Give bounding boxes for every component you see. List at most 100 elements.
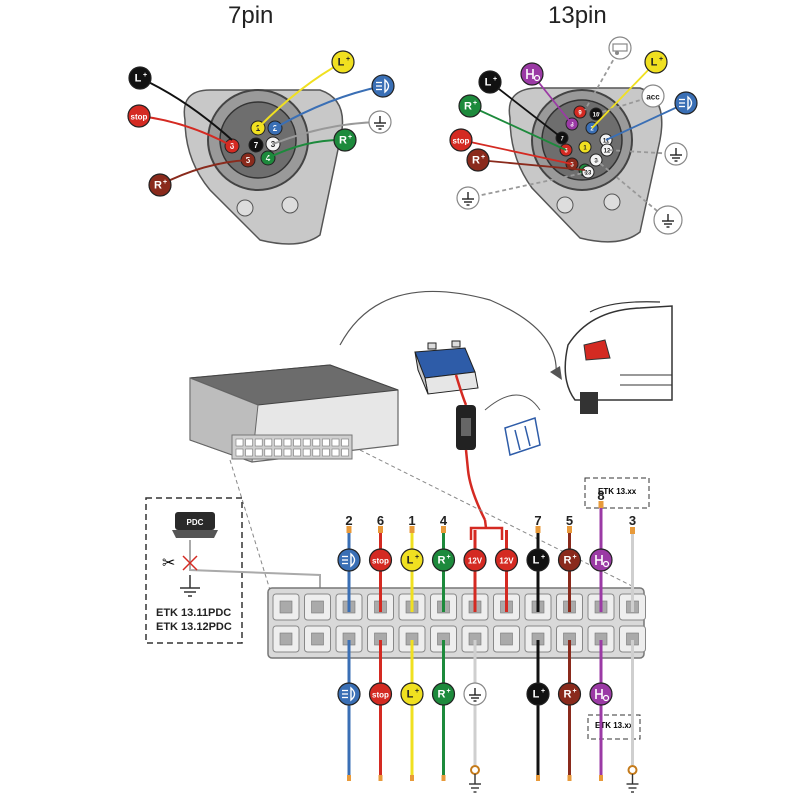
pins-13pin: 12345678910111213: [555, 105, 614, 179]
pin-number: 7: [560, 137, 564, 143]
pdc-module: PDC: [172, 512, 218, 538]
fuse-holder: [456, 405, 476, 450]
module-slot: [245, 448, 253, 457]
connector-cell: [272, 593, 300, 621]
top-wire-8: 8: [589, 488, 613, 612]
pin-number: 6: [230, 142, 235, 151]
pin-number: 3: [594, 159, 598, 165]
top-wire-badge: L+: [526, 548, 550, 572]
top-wire-badge: [589, 548, 613, 572]
top-wire-9: 3: [629, 513, 636, 612]
label-7pin-6: R+: [148, 173, 172, 197]
label-13pin-10: [456, 186, 480, 210]
connector-cell: [367, 625, 394, 653]
module-slot: [254, 448, 263, 457]
pin-number-top: 3: [629, 513, 636, 528]
car-rear: [564, 301, 673, 414]
module-slot: [274, 448, 282, 457]
pin-7-2: 2: [267, 120, 283, 136]
label-7pin-5: R+: [333, 128, 357, 152]
etk-pdc-labels: ETK 13.11PDC ETK 13.12PDC: [156, 606, 232, 634]
etk-line-2: ETK 13.12PDC: [156, 621, 232, 633]
badge-label: stop: [131, 113, 148, 122]
control-module: [189, 364, 399, 463]
leader-13-11: [595, 159, 669, 221]
module-slot: [264, 448, 273, 457]
scissors-icon: ✂: [162, 555, 175, 572]
pin-number: 1: [583, 146, 587, 152]
module-slot: [322, 438, 330, 447]
bottom-wire-5: L+: [526, 640, 550, 781]
bottom-wire-3: R+: [431, 640, 456, 781]
pin-number: 8: [570, 123, 574, 129]
badge-label: R: [154, 180, 162, 192]
module-slot: [235, 448, 244, 457]
etk-line-1: ETK 13.11PDC: [156, 607, 232, 619]
module-slot: [312, 448, 321, 457]
top-wire-badge: 12V: [463, 548, 487, 572]
pdc-ground-icon: [180, 575, 200, 597]
leader-left: [229, 459, 271, 591]
connector-cell: [304, 593, 331, 621]
badge-label: R: [564, 555, 572, 567]
pdc-label: PDC: [187, 518, 204, 527]
bottom-wire-4: [463, 640, 487, 793]
module-slot: [331, 448, 340, 457]
badge-sub: +: [572, 688, 576, 695]
module-slot: [341, 438, 349, 447]
badge-sub: +: [163, 179, 167, 186]
module-slot: [312, 438, 321, 447]
leader-13-2: [584, 47, 621, 111]
badge-label: L: [135, 73, 142, 85]
fuse-wire: [464, 449, 487, 521]
label-13pin-11: [653, 205, 683, 235]
badge-label: acc: [646, 93, 660, 102]
connector-cell: [461, 625, 489, 653]
leader-13-0: [489, 81, 563, 139]
label-13pin-7: stop: [449, 128, 473, 152]
module-slot: [302, 438, 311, 447]
badge-sub: +: [541, 554, 545, 561]
top-wire-badge: 12V: [494, 548, 519, 572]
battery-icon: [414, 340, 479, 395]
module-slot: [274, 438, 282, 447]
bottom-wire-badge: stop: [368, 682, 393, 706]
module-slot: [283, 448, 292, 457]
label-13pin-3: L+: [644, 50, 668, 74]
pin-number-top: 8: [597, 488, 604, 503]
bottom-wire-badge: R+: [557, 682, 582, 706]
pin-number-top: 1: [408, 513, 415, 528]
leader-13-7: [460, 139, 573, 165]
bottom-wire-badge: L+: [526, 682, 550, 706]
leader-7-2: [274, 85, 384, 129]
fuse-detail-icon: [504, 417, 541, 456]
top-wire-badge: R+: [431, 548, 456, 572]
badge-sub: +: [348, 134, 352, 141]
bottom-wire-badge: L+: [400, 682, 424, 706]
badge-label: 12V: [499, 557, 514, 566]
arrow-to-car: [339, 290, 557, 376]
module-slot: [264, 438, 273, 447]
12v-bridge: [469, 526, 504, 540]
connector-cell: [304, 625, 331, 653]
top-wire-badge: stop: [368, 548, 393, 572]
module-slot: [341, 448, 349, 457]
badge-label: stop: [453, 137, 470, 146]
pin-number: 10: [593, 113, 600, 119]
top-wire-4: 12V: [463, 530, 487, 612]
pin-13-1: 1: [578, 140, 592, 154]
label-13pin-1: [520, 62, 544, 86]
badge-sub: +: [346, 56, 350, 63]
label-13pin-8: R+: [466, 148, 490, 172]
badge-sub: +: [143, 72, 147, 79]
title-7pin: 7pin: [228, 2, 274, 29]
bottom-wire-6: R+: [557, 640, 582, 781]
connector-cells: [272, 593, 646, 653]
cut-mark: [182, 555, 198, 571]
module-slot: [302, 448, 311, 457]
badge-sub: +: [493, 76, 497, 83]
bottom-wire-7: [589, 640, 613, 781]
bottom-wire-badge: [337, 682, 361, 706]
